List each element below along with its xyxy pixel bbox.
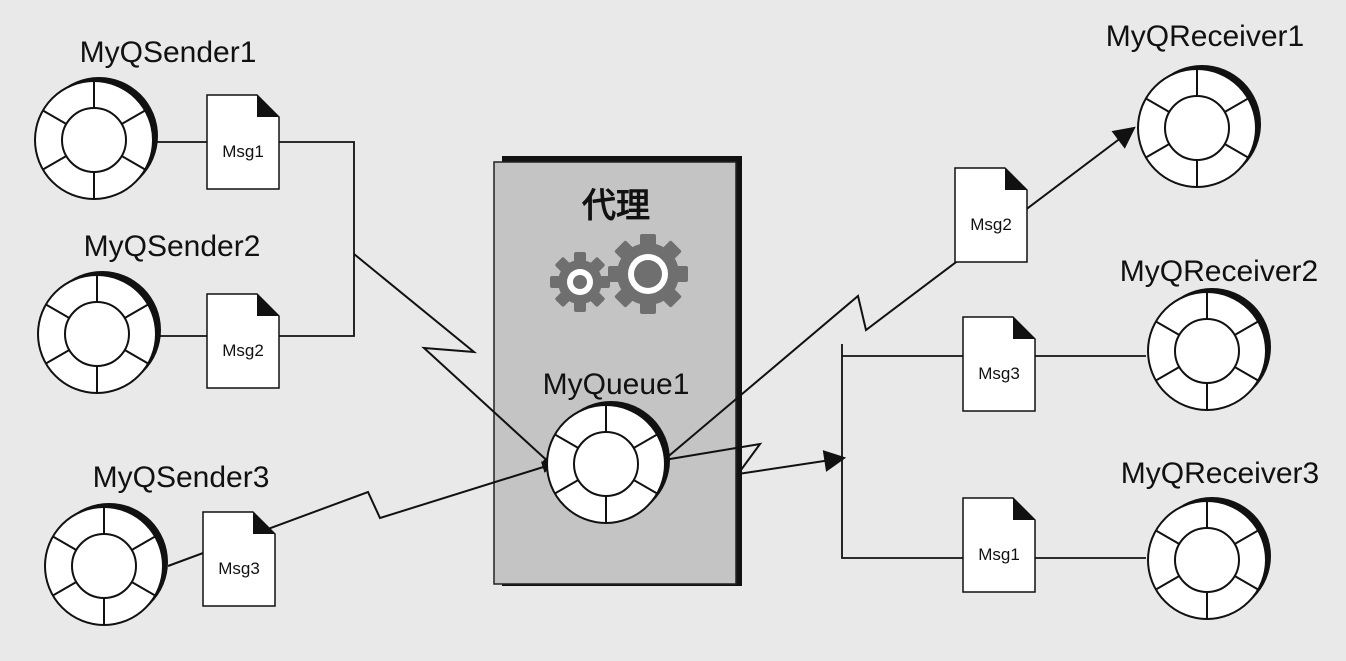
sender3-message: Msg3 <box>218 559 260 578</box>
sender3-node-icon <box>44 503 168 626</box>
receiver3-label: MyQReceiver3 <box>1121 457 1319 490</box>
receiver1-message-document-icon: Msg2 <box>954 167 1028 263</box>
sender1-label: MyQSender1 <box>80 36 257 69</box>
queue-node-icon <box>546 401 670 524</box>
receiver3-message-document-icon: Msg1 <box>962 497 1036 593</box>
broker-box: 代理 <box>493 156 742 586</box>
receiver1-label: MyQReceiver1 <box>1106 20 1304 53</box>
sender2-message: Msg2 <box>222 341 264 360</box>
receiver2-node-icon <box>1147 288 1271 411</box>
receiver1-node-icon <box>1137 65 1261 188</box>
sender1-message: Msg1 <box>222 142 264 161</box>
receiver2-message: Msg3 <box>978 364 1020 383</box>
sender3-label: MyQSender3 <box>93 461 270 494</box>
sender1-node-icon <box>34 77 158 200</box>
receiver3-message: Msg1 <box>978 545 1020 564</box>
sender1-message-document-icon: Msg1 <box>206 94 280 190</box>
sender2-message-document-icon: Msg2 <box>206 293 280 389</box>
sender2-label: MyQSender2 <box>84 230 261 263</box>
receiver2-message-document-icon: Msg3 <box>962 316 1036 412</box>
sender3-message-document-icon: Msg3 <box>202 511 276 607</box>
receiver-bracket-line <box>841 344 1146 559</box>
sender2-node-icon <box>37 271 161 394</box>
gears-icon <box>550 234 688 314</box>
queue-label: MyQueue1 <box>543 368 690 401</box>
receiver3-node-icon <box>1147 497 1271 620</box>
receiver1-message: Msg2 <box>970 215 1012 234</box>
broker-label: 代理 <box>581 186 650 226</box>
queue-to-receivers-arrow <box>663 442 847 476</box>
sender12-to-queue-arrow <box>353 253 554 467</box>
receiver2-label: MyQReceiver2 <box>1120 255 1318 288</box>
